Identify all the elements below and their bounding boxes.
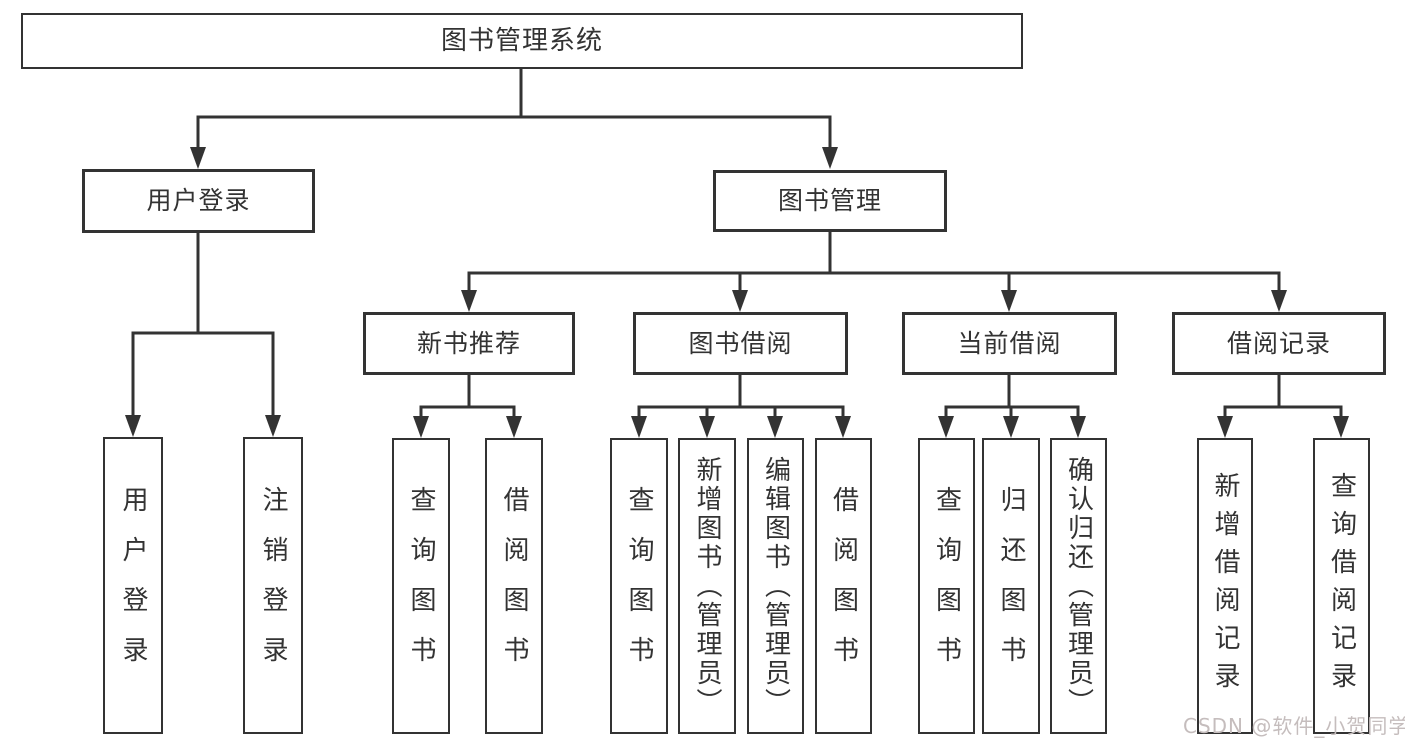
node-book-borrow: 图书借阅: [633, 312, 848, 375]
leaf-logout: 注销登录: [243, 437, 303, 734]
leaf-query-books-recommend-label: 查询图书: [406, 486, 436, 686]
leaf-borrow-books-recommend-label: 借阅图书: [499, 486, 529, 686]
node-book-management: 图书管理: [713, 170, 947, 232]
watermark: CSDN @软件_小贺同学: [1183, 714, 1405, 738]
node-current-borrow: 当前借阅: [902, 312, 1117, 375]
leaf-query-books-recommend: 查询图书: [392, 438, 450, 734]
leaf-add-book-admin: 新增图书（管理员）: [678, 438, 736, 734]
leaf-logout-label: 注销登录: [258, 485, 288, 686]
leaf-user-login-label: 用户登录: [118, 485, 148, 686]
leaf-query-books-current: 查询图书: [918, 438, 975, 734]
leaf-borrow-books-2-label: 借阅图书: [828, 486, 859, 686]
leaf-add-book-admin-label: 新增图书（管理员）: [692, 455, 722, 717]
leaf-return-book-label: 归还图书: [996, 486, 1026, 686]
leaf-query-books-borrow-label: 查询图书: [624, 486, 654, 686]
node-user-login: 用户登录: [82, 169, 315, 233]
leaf-return-book: 归还图书: [982, 438, 1040, 734]
leaf-query-books-current-label: 查询图书: [931, 486, 962, 686]
leaf-user-login: 用户登录: [103, 437, 163, 734]
node-library-system: 图书管理系统: [21, 13, 1023, 69]
leaf-add-borrow-record: 新增借阅记录: [1197, 438, 1253, 734]
node-new-book-recommend: 新书推荐: [363, 312, 575, 375]
leaf-query-borrow-record: 查询借阅记录: [1313, 438, 1370, 734]
leaf-confirm-return-admin-label: 确认归还（管理员）: [1063, 455, 1094, 717]
leaf-query-borrow-record-label: 查询借阅记录: [1326, 472, 1357, 700]
node-user-login-label: 用户登录: [146, 186, 251, 216]
leaf-borrow-books-2: 借阅图书: [815, 438, 872, 734]
leaf-edit-book-admin-label: 编辑图书（管理员）: [760, 455, 791, 717]
node-library-system-label: 图书管理系统: [440, 25, 603, 56]
node-book-management-label: 图书管理: [777, 186, 882, 216]
leaf-query-books-borrow: 查询图书: [610, 438, 668, 734]
node-current-borrow-label: 当前借阅: [957, 328, 1062, 358]
leaf-confirm-return-admin: 确认归还（管理员）: [1050, 438, 1107, 734]
node-borrow-records: 借阅记录: [1172, 312, 1386, 375]
node-new-book-recommend-label: 新书推荐: [416, 328, 521, 358]
node-borrow-records-label: 借阅记录: [1226, 328, 1331, 358]
node-book-borrow-label: 图书借阅: [688, 328, 793, 358]
leaf-edit-book-admin: 编辑图书（管理员）: [747, 438, 804, 734]
leaf-add-borrow-record-label: 新增借阅记录: [1210, 472, 1240, 700]
leaf-borrow-books-recommend: 借阅图书: [485, 438, 543, 734]
